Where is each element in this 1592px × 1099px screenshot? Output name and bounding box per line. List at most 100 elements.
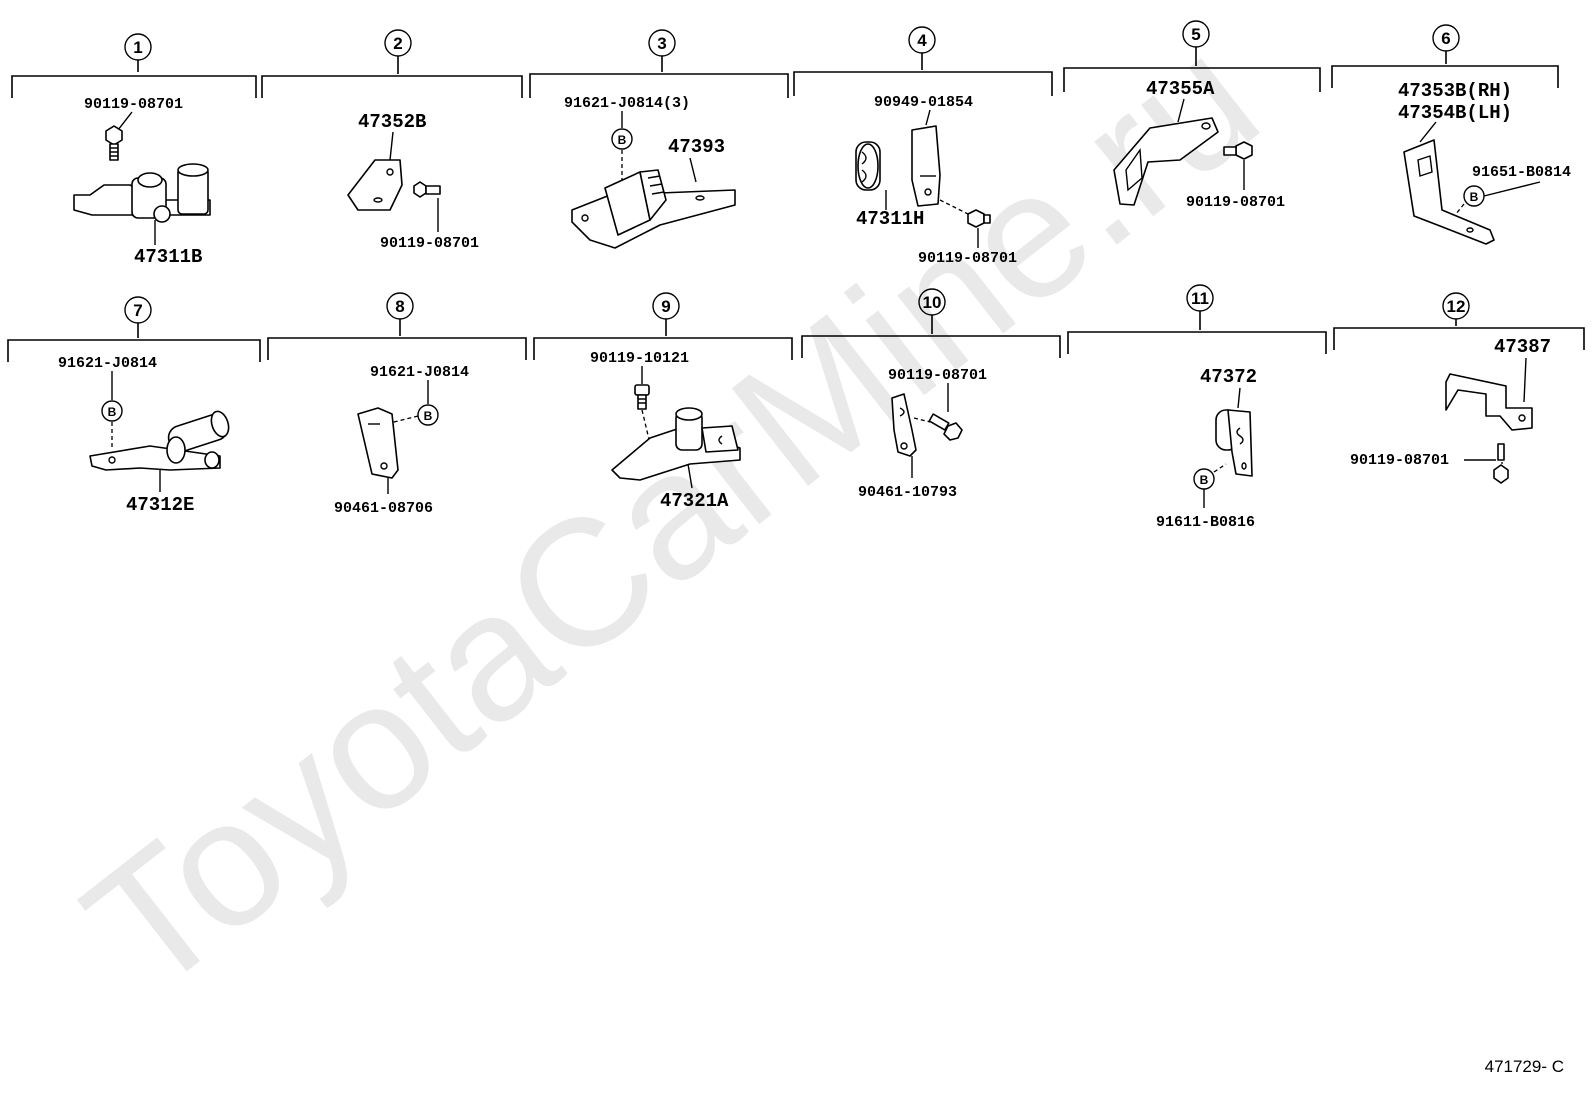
part-label[interactable]: 47372 xyxy=(1200,366,1257,388)
bolt-icon xyxy=(1223,141,1253,160)
part-label[interactable]: 47393 xyxy=(668,136,725,158)
group-number: 8 xyxy=(395,297,404,316)
part-label[interactable]: 47352B xyxy=(358,111,426,133)
group-10[interactable]: 10 90119-08701 90461-10793 xyxy=(801,288,1061,501)
group-number: 6 xyxy=(1441,29,1450,48)
part-label[interactable]: 47311H xyxy=(856,208,924,230)
dashed-guide xyxy=(1213,463,1227,473)
dashed-guide xyxy=(1455,203,1465,215)
part-label[interactable]: 91621-J0814 xyxy=(58,355,157,372)
group-6[interactable]: 6 47353B(RH) 47354B(LH) 91651-B0814 B xyxy=(1331,24,1571,245)
bolt-icon xyxy=(967,209,991,228)
bolt-icon xyxy=(928,413,963,441)
group-9[interactable]: 9 90119-10121 47321A xyxy=(533,292,793,512)
bracket-part-icon xyxy=(611,407,741,481)
group-number: 11 xyxy=(1191,289,1209,308)
group-bracket xyxy=(1063,47,1321,92)
diagram-code: 471729- C xyxy=(1484,1057,1564,1076)
part-label[interactable]: 91651-B0814 xyxy=(1472,164,1571,181)
part-label[interactable]: 91621-J0814 xyxy=(370,364,469,381)
part-label[interactable]: 91611-B0816 xyxy=(1156,514,1255,531)
leader-line xyxy=(1419,121,1437,143)
group-bracket xyxy=(1067,311,1327,354)
group-7[interactable]: 7 91621-J0814 B 47312E xyxy=(7,296,261,516)
part-label[interactable]: 90461-08706 xyxy=(334,500,433,517)
group-bracket xyxy=(11,60,257,98)
fastener-badge xyxy=(101,400,123,422)
leader-line xyxy=(117,111,133,131)
fastener-badge-text: B xyxy=(1200,473,1209,487)
bracket-part-icon xyxy=(73,163,211,223)
plate-bracket-icon xyxy=(357,407,399,479)
l-bracket-icon xyxy=(1403,139,1495,245)
part-label[interactable]: 47311B xyxy=(134,246,202,268)
bolt-icon xyxy=(634,384,650,410)
group-12[interactable]: 12 47387 90119-08701 xyxy=(1333,292,1585,484)
part-label[interactable]: 47353B(RH) xyxy=(1398,80,1512,102)
group-8[interactable]: 8 91621-J0814 B 90461-08706 xyxy=(267,292,527,517)
bolt-icon xyxy=(413,181,441,198)
group-bracket xyxy=(533,319,793,360)
group-number: 3 xyxy=(657,34,666,53)
group-11[interactable]: 11 47372 B 91611-B0816 xyxy=(1067,284,1327,531)
bolt-icon xyxy=(105,125,123,161)
clip-icon xyxy=(911,125,941,207)
part-label[interactable]: 90119-08701 xyxy=(1350,452,1449,469)
part-label[interactable]: 90461-10793 xyxy=(858,484,957,501)
part-label[interactable]: 90949-01854 xyxy=(874,94,973,111)
group-number: 5 xyxy=(1191,25,1200,44)
leader-line xyxy=(689,157,697,183)
fastener-badge-text: B xyxy=(424,409,433,423)
group-number: 9 xyxy=(661,297,670,316)
group-3[interactable]: 3 91621-J0814(3) B 47393 xyxy=(529,29,789,249)
part-label[interactable]: 90119-08701 xyxy=(380,235,479,252)
group-2[interactable]: 2 47352B 90119-08701 xyxy=(261,29,523,252)
clip-icon xyxy=(1215,409,1253,477)
group-number: 1 xyxy=(133,38,142,57)
group-bracket xyxy=(267,319,527,360)
group-1[interactable]: 1 90119-08701 47311B xyxy=(11,33,257,268)
fastener-badge-text: B xyxy=(1470,190,1479,204)
angle-bracket-icon xyxy=(1113,117,1219,206)
part-label[interactable]: 47355A xyxy=(1146,78,1215,100)
group-bracket xyxy=(793,53,1053,96)
part-label[interactable]: 47321A xyxy=(660,490,729,512)
angle-bracket-icon xyxy=(1445,373,1533,431)
group-bracket xyxy=(7,323,261,362)
leader-line xyxy=(925,109,931,126)
group-4[interactable]: 4 90949-01854 47311H 90119-08701 xyxy=(793,26,1053,267)
group-bracket xyxy=(1331,51,1559,88)
clip-icon xyxy=(891,393,917,457)
group-number: 10 xyxy=(923,293,942,312)
grommet-icon xyxy=(855,141,881,191)
part-label[interactable]: 90119-08701 xyxy=(888,367,987,384)
plate-bracket-icon xyxy=(347,159,403,211)
clamp-bracket-icon xyxy=(89,410,230,471)
leader-line xyxy=(1523,357,1527,403)
part-label[interactable]: 90119-08701 xyxy=(918,250,1017,267)
dashed-guide xyxy=(385,415,419,425)
leader-line xyxy=(687,463,693,489)
part-label[interactable]: 90119-08701 xyxy=(84,96,183,113)
part-label[interactable]: 47387 xyxy=(1494,336,1551,358)
fastener-badge-text: B xyxy=(108,405,117,419)
fastener-badge xyxy=(417,404,439,426)
leader-line xyxy=(1177,98,1185,123)
part-label[interactable]: 90119-10121 xyxy=(590,350,689,367)
leader-line xyxy=(1237,387,1241,409)
part-label[interactable]: 47312E xyxy=(126,494,194,516)
clamp-bracket-icon xyxy=(571,169,736,249)
part-label[interactable]: 90119-08701 xyxy=(1186,194,1285,211)
group-bracket xyxy=(529,56,789,98)
dashed-guide xyxy=(939,199,969,215)
group-bracket xyxy=(801,315,1061,358)
part-label[interactable]: 47354B(LH) xyxy=(1398,102,1512,124)
leader-line xyxy=(1483,181,1541,197)
part-label[interactable]: 91621-J0814(3) xyxy=(564,95,690,112)
group-number: 2 xyxy=(393,34,402,53)
bolt-icon xyxy=(1493,443,1509,484)
fastener-badge-text: B xyxy=(618,133,627,147)
group-bracket xyxy=(261,56,523,98)
group-5[interactable]: 5 47355A 90119-08701 xyxy=(1063,20,1321,211)
